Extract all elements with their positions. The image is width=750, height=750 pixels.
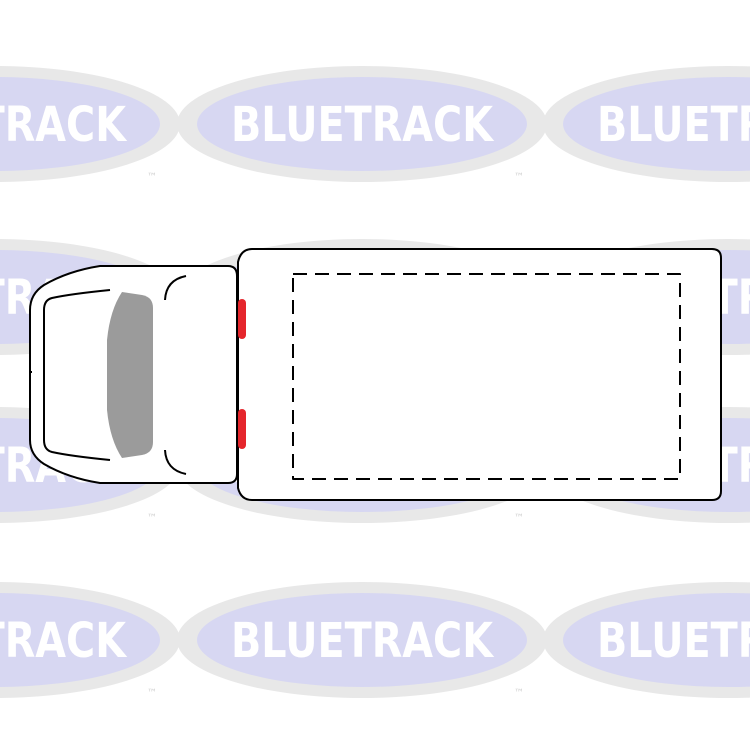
- watermark-trademark: ™: [147, 172, 157, 183]
- watermark-trademark: ™: [514, 688, 524, 699]
- cargo-bed-outline: [292, 273, 681, 480]
- cab-roof-left-bottom: [164, 449, 187, 475]
- cargo-box: [237, 248, 722, 501]
- watermark-text: BLUETRACK: [597, 97, 750, 153]
- watermark-logo: BLUETRACK ™: [0, 582, 180, 699]
- watermark-text: BLUETRACK: [0, 613, 127, 669]
- watermark-oval: [563, 77, 750, 171]
- watermark-trademark: ™: [514, 172, 524, 183]
- cab-roof-left: [164, 275, 187, 301]
- windshield: [107, 292, 153, 458]
- watermark-text: BLUETRACK: [597, 613, 750, 669]
- watermark-trademark: ™: [147, 513, 157, 524]
- watermark-text: BLUETRACK: [0, 97, 127, 153]
- watermark-text: BLUETRACK: [231, 613, 494, 669]
- watermark-oval: [0, 77, 160, 171]
- watermark-logo: BLUETRACK ™: [177, 66, 547, 183]
- hood-line: [43, 289, 111, 461]
- watermark-oval: [563, 593, 750, 687]
- watermark-trademark: ™: [147, 688, 157, 699]
- watermark-oval: [197, 77, 527, 171]
- watermark-text: BLUETRACK: [231, 97, 494, 153]
- watermark-logo: BLUETRACK ™: [0, 66, 180, 183]
- marker-light-bottom: [238, 409, 246, 449]
- watermark-logo: BLUETRACK ™: [177, 582, 547, 699]
- truck-top-view: [29, 248, 722, 501]
- watermark-oval: [0, 593, 160, 687]
- watermark-oval: [197, 593, 527, 687]
- watermark-trademark: ™: [514, 513, 524, 524]
- marker-light-top: [238, 299, 246, 339]
